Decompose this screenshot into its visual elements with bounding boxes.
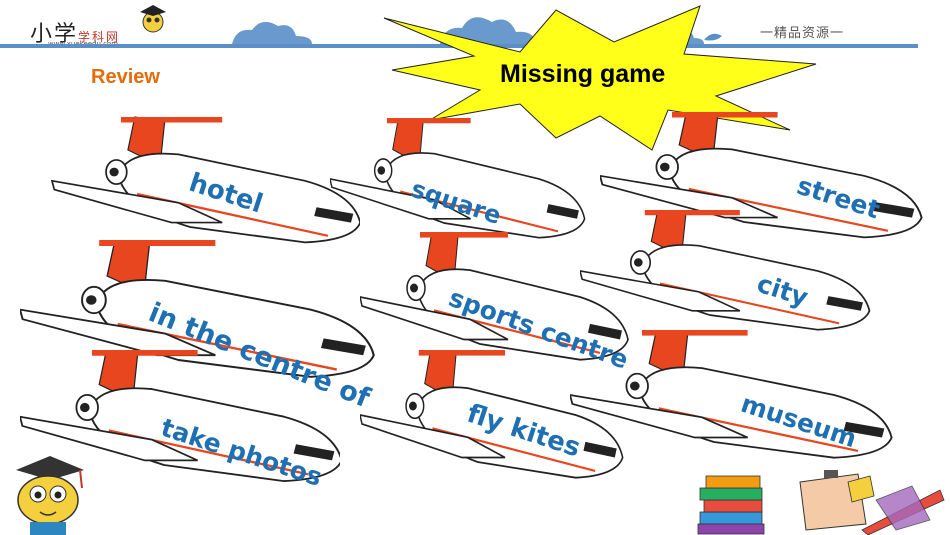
header-tagline: 一精品资源一 — [760, 26, 845, 41]
section-label: Review — [91, 66, 160, 88]
logo-text: 小学 — [30, 22, 79, 47]
game-title: Missing game — [500, 60, 666, 88]
logo-sub: 学科网 — [78, 30, 121, 44]
mascot-small-icon — [140, 5, 166, 33]
